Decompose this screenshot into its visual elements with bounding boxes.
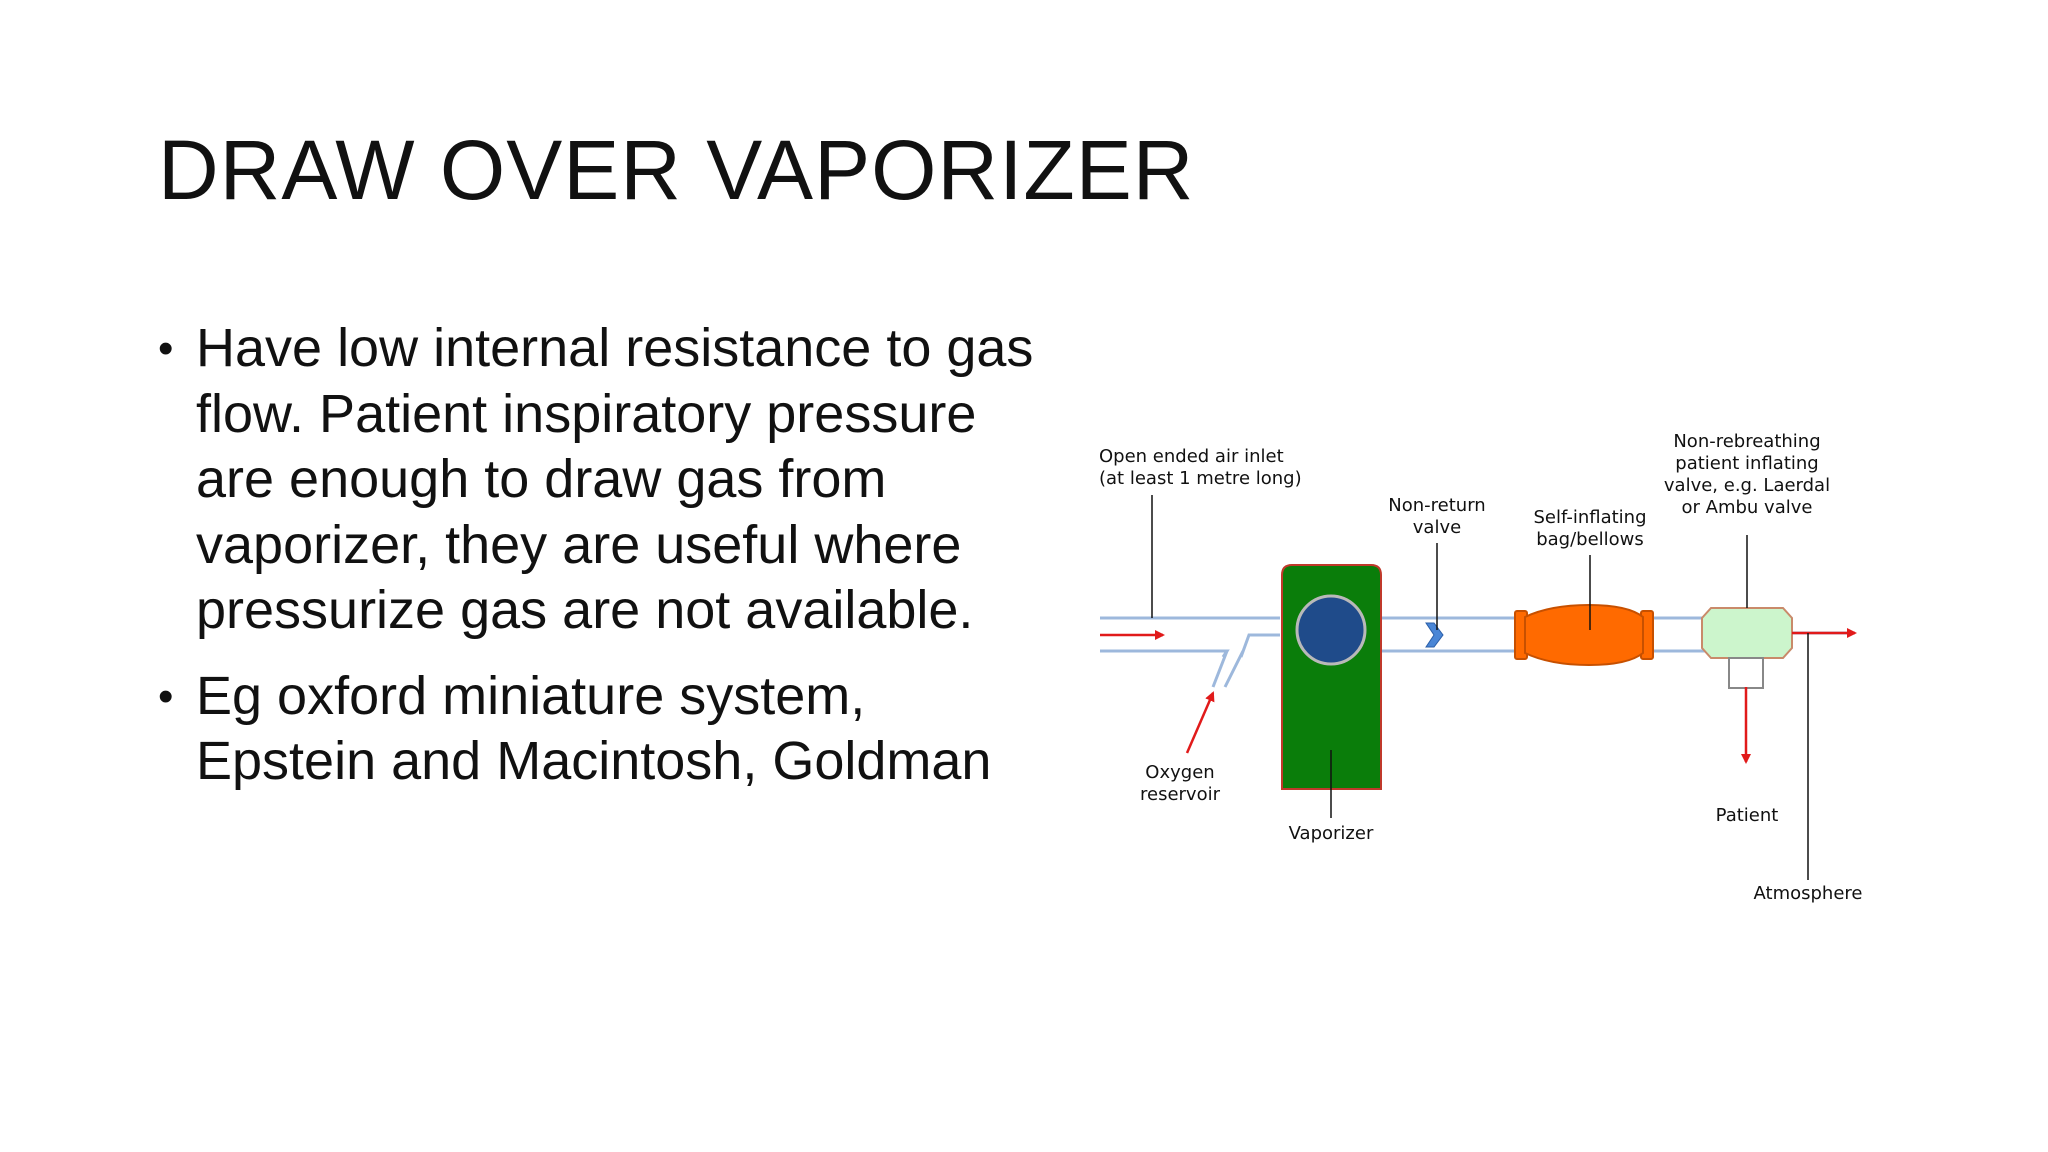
- non-return-valve-label-line2: valve: [1413, 517, 1461, 538]
- bullet-dot-icon: •: [158, 671, 174, 721]
- leader-lines: [1151, 495, 1809, 880]
- slide-title: DRAW OVER VAPORIZER: [158, 123, 1195, 217]
- draw-over-vaporizer-diagram: Open ended air inlet (at least 1 metre l…: [1099, 431, 1863, 904]
- vaporizer-label: Vaporizer: [1289, 823, 1374, 844]
- vaporizer-unit: [1281, 564, 1382, 790]
- bullet-dot-icon: •: [158, 324, 174, 373]
- breathing-tube: [1100, 616, 1850, 658]
- patient-label: Patient: [1716, 805, 1779, 826]
- non-rebreathing-label-line2: patient inflating: [1675, 453, 1818, 474]
- bag-label-line2: bag/bellows: [1536, 529, 1644, 550]
- air-inlet-label-line2: (at least 1 metre long): [1099, 468, 1302, 489]
- non-return-valve-icon: [1425, 622, 1444, 648]
- non-rebreathing-label-line3: valve, e.g. Laerdal: [1664, 475, 1830, 496]
- bullet-list: • Have low internal resistance to gas fl…: [158, 316, 1038, 815]
- non-return-valve-label-line1: Non-return: [1388, 495, 1485, 516]
- bullet-item: • Have low internal resistance to gas fl…: [158, 316, 1038, 644]
- bullet-item: • Eg oxford miniature system, Epstein an…: [158, 664, 1038, 795]
- bullet-text: Have low internal resistance to gas flow…: [196, 318, 1034, 640]
- oxygen-label-line1: Oxygen: [1145, 762, 1214, 783]
- oxygen-flow-arrow: [1185, 691, 1215, 754]
- bullet-text: Eg oxford miniature system, Epstein and …: [196, 665, 992, 792]
- bag-label-line1: Self-inflating: [1533, 507, 1646, 528]
- non-rebreathing-valve: [1701, 607, 1793, 689]
- oxygen-label-line2: reservoir: [1140, 784, 1221, 805]
- non-rebreathing-label-line4: or Ambu valve: [1682, 497, 1813, 518]
- air-inlet-label-line1: Open ended air inlet: [1099, 446, 1284, 467]
- non-rebreathing-label-line1: Non-rebreathing: [1673, 431, 1820, 452]
- oxygen-reservoir-branch: [1211, 650, 1245, 688]
- self-inflating-bag: [1514, 603, 1654, 667]
- atmosphere-label: Atmosphere: [1754, 883, 1863, 904]
